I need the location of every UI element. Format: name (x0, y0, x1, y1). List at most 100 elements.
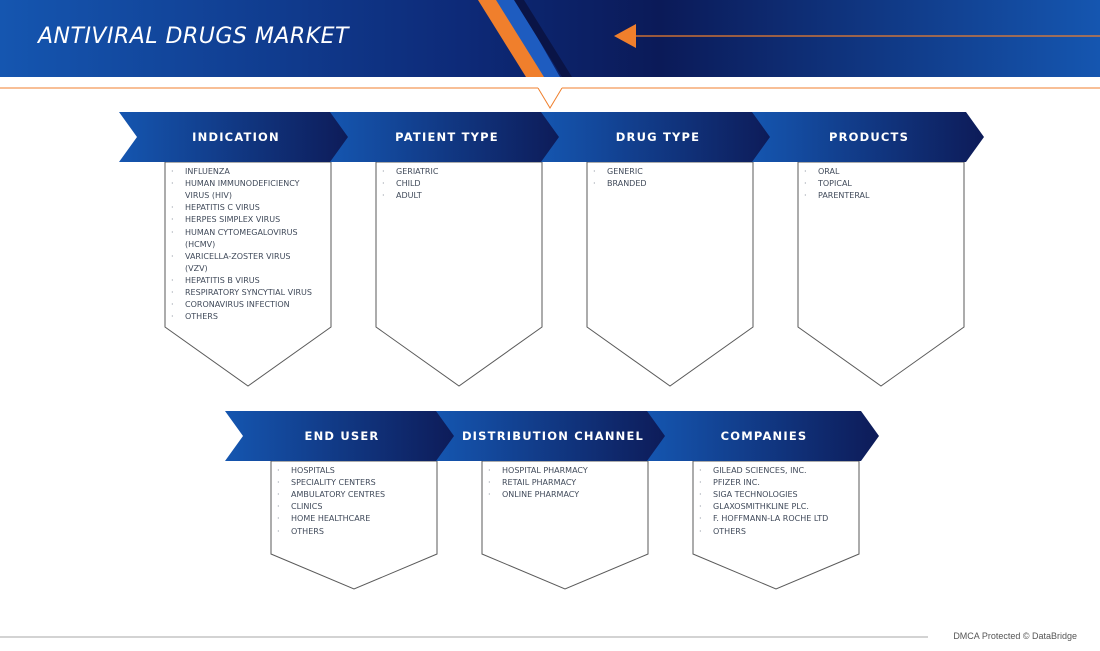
indication-item: (VZV) (185, 263, 208, 275)
bullet-icon: · (699, 526, 702, 536)
bullet-icon: · (382, 191, 385, 201)
bullet-icon: · (699, 502, 702, 512)
indication-item-label: VARICELLA-ZOSTER VIRUS (185, 251, 291, 261)
bullet-icon: · (804, 191, 807, 201)
end-user-item: · SPECIALITY CENTERS (277, 477, 376, 489)
distribution-channel-item: · RETAIL PHARMACY (488, 477, 577, 489)
products-item: ·PARENTERAL (804, 190, 870, 202)
arrow-head-icon (614, 24, 636, 48)
patient-type-heading: PATIENT TYPE (395, 130, 499, 144)
end-user-item: ·AMBULATORY CENTRES (277, 489, 385, 501)
companies-item: ·SIGA TECHNOLOGIES (699, 489, 798, 501)
bullet-icon: · (277, 514, 280, 524)
end-user-item-label: SPECIALITY CENTERS (291, 478, 376, 488)
companies-item: ·GLAXOSMITHKLINE PLC. (699, 501, 809, 513)
bullet-icon: · (488, 466, 491, 475)
bullet-icon: · (171, 275, 174, 285)
end-user-item-label: CLINICS (291, 502, 323, 512)
bullet-icon: · (277, 526, 280, 536)
indication-item: · HEPATITIS B VIRUS (171, 275, 260, 287)
bullet-icon: · (277, 466, 280, 475)
indication-item: VIRUS (HIV) (185, 190, 232, 202)
bullet-icon: · (277, 478, 280, 488)
indication-item-label: HUMAN CYTOMEGALOVIRUS (185, 227, 298, 237)
end-user-item: · CLINICS (277, 501, 323, 513)
end-user-item-label: HOSPITALS (291, 466, 335, 475)
end-user-item: · HOSPITALS (277, 465, 335, 477)
end-user-item: ·HOME HEALTHCARE (277, 513, 370, 525)
companies-item: ·PFIZER INC. (699, 477, 760, 489)
bullet-icon: · (593, 167, 596, 176)
bullet-icon: · (699, 514, 702, 524)
bullet-icon: · (699, 490, 702, 500)
patient-type-item: ·CHILD (382, 178, 421, 190)
bullet-icon: · (171, 167, 174, 176)
bullet-icon: · (171, 312, 174, 322)
indication-item: ·OTHERS (171, 311, 218, 323)
bullet-icon: · (382, 167, 385, 176)
indication-item: ·CORONAVIRUS INFECTION (171, 299, 290, 311)
companies-item-label: PFIZER INC. (713, 478, 760, 488)
decor-stripe-orange (478, 0, 544, 77)
end-user-item: · OTHERS (277, 526, 324, 538)
bullet-icon: · (382, 179, 385, 189)
distribution-channel-item-label: HOSPITAL PHARMACY (502, 466, 588, 475)
drug-type-heading: DRUG TYPE (615, 130, 701, 144)
products-item-label: TOPICAL (818, 179, 852, 189)
indication-item-label: HEPATITIS B VIRUS (185, 275, 260, 285)
header-banner (0, 0, 1100, 77)
drug-type-item-label: GENERIC (607, 167, 643, 176)
indication-arrow (119, 112, 351, 162)
indication-heading: INDICATION (192, 130, 280, 144)
distribution-channel-heading: DISTRIBUTION CHANNEL (461, 429, 645, 443)
indication-item: ·HUMAN IMMUNODEFICIENCY (171, 178, 300, 190)
patient-type-arrow (330, 112, 562, 162)
products-item: ·ORAL (804, 166, 839, 178)
distribution-channel-arrow (436, 411, 668, 461)
bullet-icon: · (171, 203, 174, 213)
indication-item-label: CORONAVIRUS INFECTION (185, 300, 290, 310)
drug-type-item: · GENERIC (593, 166, 643, 178)
indication-item: ·HERPES SIMPLEX VIRUS (171, 214, 280, 226)
diagram-graphics (0, 87, 1100, 638)
bullet-icon: · (699, 466, 702, 475)
segmentation-diagram: INDICATION · INFLUENZA ·HUMAN IMMUNODEFICIE… (0, 77, 1100, 651)
bullet-icon: · (488, 490, 491, 500)
bullet-icon: · (171, 251, 174, 261)
bullet-icon: · (804, 179, 807, 189)
indication-item: (HCMV) (185, 239, 215, 251)
products-arrow (752, 112, 984, 162)
products-item: · TOPICAL (804, 178, 852, 190)
companies-arrow (647, 411, 879, 461)
indication-item-label: (VZV) (185, 263, 208, 273)
indication-item-label: RESPIRATORY SYNCYTIAL VIRUS (185, 288, 312, 297)
companies-item: · OTHERS (699, 526, 746, 538)
bullet-icon: · (171, 288, 174, 297)
companies-heading: COMPANIES (720, 429, 808, 443)
indication-item: ·HEPATITIS C VIRUS (171, 202, 260, 214)
drug-type-box (586, 161, 754, 387)
companies-item-label: OTHERS (713, 526, 746, 536)
bullet-icon: · (488, 478, 491, 488)
distribution-channel-item: · HOSPITAL PHARMACY (488, 465, 588, 477)
patient-type-item: · GERIATRIC (382, 166, 439, 178)
indication-item: · RESPIRATORY SYNCYTIAL VIRUS (171, 287, 312, 299)
indication-item: · HUMAN CYTOMEGALOVIRUS (171, 227, 298, 239)
indication-item: · INFLUENZA (171, 166, 230, 178)
bullet-icon: · (277, 502, 280, 512)
indication-item-label: INFLUENZA (185, 167, 230, 176)
companies-item-label: F. HOFFMANN-LA ROCHE LTD (713, 514, 829, 524)
end-user-item-label: OTHERS (291, 526, 324, 536)
patient-type-item-label: ADULT (396, 191, 422, 201)
distribution-channel-item-label: RETAIL PHARMACY (502, 478, 577, 488)
bullet-icon: · (171, 227, 174, 237)
copyright-footer: DMCA Protected © DataBridge (953, 631, 1077, 641)
companies-item-label: GILEAD SCIENCES, INC. (713, 466, 807, 475)
patient-type-item: · ADULT (382, 190, 422, 202)
indication-item-label: (HCMV) (185, 239, 216, 249)
end-user-arrow (225, 411, 457, 461)
bullet-icon: · (593, 179, 596, 189)
indication-item: · VARICELLA-ZOSTER VIRUS (171, 251, 291, 263)
patient-type-item-label: GERIATRIC (396, 167, 439, 176)
companies-item: · GILEAD SCIENCES, INC. (699, 465, 807, 477)
